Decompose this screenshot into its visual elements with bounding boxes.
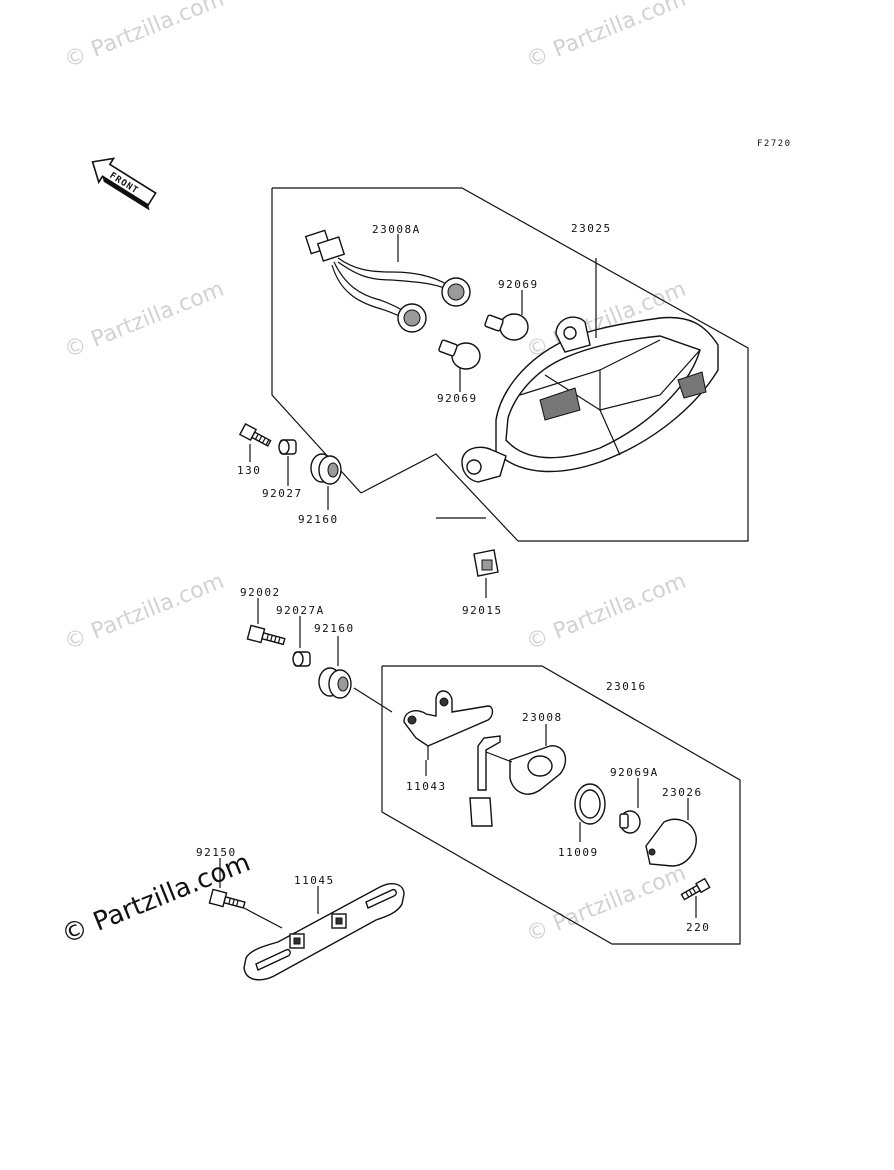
part-label[interactable]: 92002 [240,586,281,599]
part-label[interactable]: 92015 [462,604,503,617]
part-label[interactable]: 23025 [571,222,612,235]
part-label[interactable]: 23016 [606,680,647,693]
part-label[interactable]: 92150 [196,846,237,859]
bracket-11043[interactable] [403,690,494,760]
gasket-11009[interactable] [574,783,606,825]
license-bracket-11045[interactable] [243,883,405,981]
part-label[interactable]: 92069A [610,766,659,779]
collar-92027A[interactable] [292,651,311,667]
diagram-code: F2720 [757,139,792,149]
socket-23008[interactable] [469,735,567,827]
part-label[interactable]: 11045 [294,874,335,887]
part-label[interactable]: 92160 [298,513,339,526]
group-outline [381,665,741,945]
part-label[interactable]: 23008 [522,711,563,724]
bolt-92002[interactable] [246,624,286,648]
part-labels: 23008A 23025 92069 92069 130 92027 92160… [196,222,710,934]
watermark: © Partzilla.com [523,0,690,74]
tail-lamp-housing-23025[interactable] [461,258,719,483]
bolt-130[interactable] [238,422,272,449]
bulb-92069-top[interactable] [484,313,529,341]
group-outline [360,453,519,542]
lens-23026[interactable] [645,818,697,867]
part-label[interactable]: 92160 [314,622,355,635]
part-label[interactable]: 11009 [558,846,599,859]
part-label[interactable]: 92069 [498,278,539,291]
grommet-92160-mid[interactable] [318,667,352,699]
screw-220[interactable] [680,877,711,902]
wiring-harness-23008A[interactable] [304,229,471,333]
collar-92027[interactable] [278,439,297,455]
part-label[interactable]: 92027 [262,487,303,500]
part-label[interactable]: 130 [237,464,261,477]
leader-line [353,687,393,713]
part-label[interactable]: 11043 [406,780,447,793]
watermark: © Partzilla.com [61,277,228,364]
part-label[interactable]: 23026 [662,786,703,799]
part-label[interactable]: 92027A [276,604,325,617]
part-label[interactable]: 92069 [437,392,478,405]
leader-line [243,907,283,929]
bolt-92150[interactable] [208,888,246,911]
grommet-92160-top[interactable] [310,453,342,485]
watermark: © Partzilla.com [523,861,690,948]
tail-lamp-group [238,187,749,598]
license-lamp-group [208,598,741,981]
part-label[interactable]: 23008A [372,223,421,236]
bulb-92069A[interactable] [619,810,641,834]
watermark: © Partzilla.com [523,569,690,656]
front-arrow-icon: FRONT [91,157,157,211]
part-label[interactable]: 220 [686,921,710,934]
watermark: © Partzilla.com [61,0,228,74]
bulb-92069-bottom[interactable] [438,339,481,370]
nut-92015[interactable] [473,549,499,577]
watermark: © Partzilla.com [61,569,228,656]
group-outline [272,187,749,542]
